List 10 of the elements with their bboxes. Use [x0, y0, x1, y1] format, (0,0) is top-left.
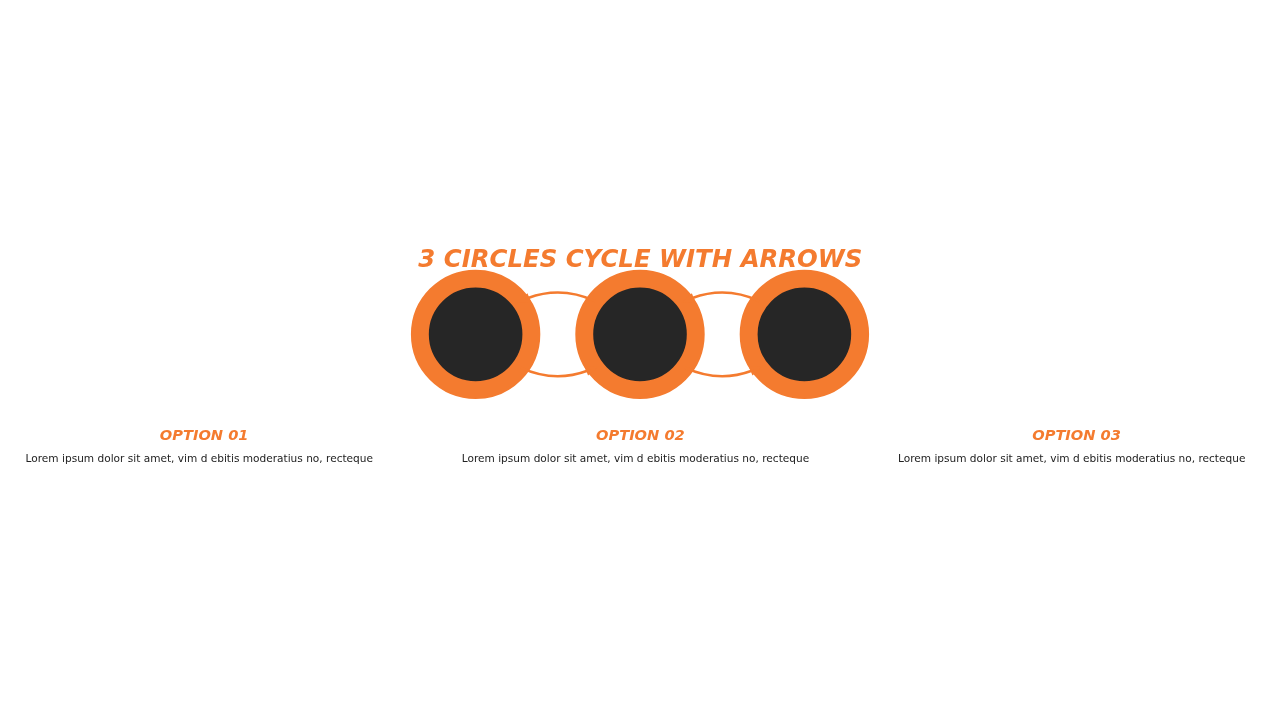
node-label: OPTION 02 — [596, 426, 685, 444]
diagram-title: 3 CIRCLES CYCLE WITH ARROWS — [418, 244, 863, 274]
node-circle — [575, 269, 705, 400]
node-label: Lorem ipsum dolor sit amet, vim d ebitis moderatius no, recteque — [897, 452, 1246, 465]
node-label: Lorem ipsum dolor sit amet, vim d ebitis moderatius no, recteque — [25, 452, 374, 465]
node-circle — [739, 269, 870, 400]
node-label: Lorem ipsum dolor sit amet, vim d ebitis moderatius no, recteque — [461, 452, 810, 465]
node-label: OPTION 01 — [159, 426, 249, 444]
node-label: OPTION 03 — [1032, 426, 1121, 444]
node-circle — [410, 269, 541, 400]
